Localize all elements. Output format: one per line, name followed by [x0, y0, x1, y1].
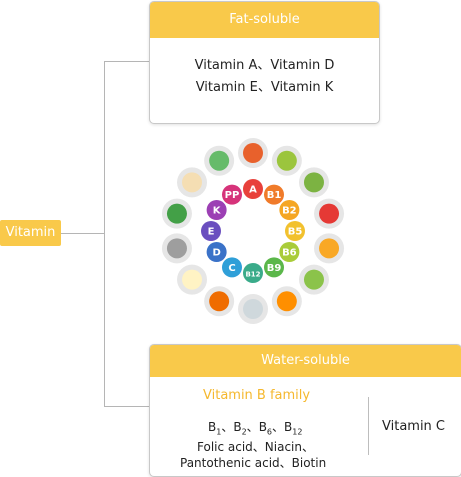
pantothenic-biotin-line: Pantothenic acid、Biotin [180, 456, 327, 470]
connector-water [104, 406, 149, 407]
vitamin-letter-badge [264, 184, 284, 205]
food-item [243, 299, 263, 319]
vitamin-letter-badge [206, 200, 227, 220]
food-item [276, 291, 297, 312]
vitamin-letter-label: B1 [267, 190, 282, 201]
food-item [209, 150, 230, 171]
vitamin-letter-badge [264, 257, 284, 278]
vitamin-letter-label: B2 [282, 206, 297, 217]
water-soluble-card: Water-soluble Vitamin B family B1、B2、B6、… [149, 344, 461, 477]
food-item [243, 143, 263, 163]
vitamin-letter-label: K [213, 206, 222, 217]
vitamin-letter-label: D [212, 248, 220, 259]
vitamin-letter-label: B5 [288, 227, 303, 238]
vitamin-letter-badge [206, 242, 227, 262]
fat-soluble-title: Fat-soluble [150, 2, 379, 38]
vitamin-letter-badge [243, 179, 263, 199]
vitamin-c-label: Vitamin C [382, 419, 446, 434]
root-node: Vitamin [0, 220, 61, 246]
food-item [276, 150, 297, 171]
connector-fat [104, 61, 149, 62]
food-item [319, 238, 340, 259]
vitamin-letter-label: A [249, 185, 257, 196]
food-item [182, 172, 203, 193]
food-item [166, 238, 187, 259]
vitamin-letter-badge [222, 184, 242, 205]
vitamin-letter-label: PP [225, 190, 240, 201]
vitamin-letter-label: C [228, 263, 235, 274]
connector-vertical [104, 61, 105, 407]
vitamin-letter-label: B12 [245, 271, 260, 279]
food-item [209, 291, 230, 312]
vitamin-letter-badge [222, 257, 242, 278]
folic-niacin-line: Folic acid、Niacin、 [197, 440, 315, 454]
vitamin-letter-badge [285, 221, 305, 241]
water-soluble-title: Water-soluble [150, 345, 461, 377]
fat-soluble-card: Fat-soluble Vitamin A、Vitamin D Vitamin … [149, 1, 380, 124]
food-item [303, 269, 324, 290]
vitamin-letter-badge [279, 200, 300, 220]
fat-soluble-line2: Vitamin E、Vitamin K [195, 80, 334, 95]
vitamin-letter-label: B6 [282, 248, 297, 259]
food-item [319, 203, 340, 224]
vitamin-letter-label: E [208, 227, 215, 238]
food-item [182, 269, 203, 290]
vitamin-b-other-list: Folic acid、Niacin、 Pantothenic acid、Biot… [180, 439, 326, 471]
vitamin-letter-badge [201, 221, 221, 241]
vitamin-letter-label: B9 [267, 263, 282, 274]
food-item [303, 172, 324, 193]
column-divider [368, 397, 369, 455]
fat-soluble-line1: Vitamin A、Vitamin D [194, 58, 335, 73]
vitamin-letter-badge [279, 242, 300, 262]
connector-root [61, 233, 105, 234]
food-item [166, 203, 187, 224]
vitamin-letter-badge [243, 263, 263, 283]
vitamin-b-family-title: Vitamin B family [203, 388, 311, 403]
vitamin-b-list: B1、B2、B6、B12 [208, 420, 303, 437]
